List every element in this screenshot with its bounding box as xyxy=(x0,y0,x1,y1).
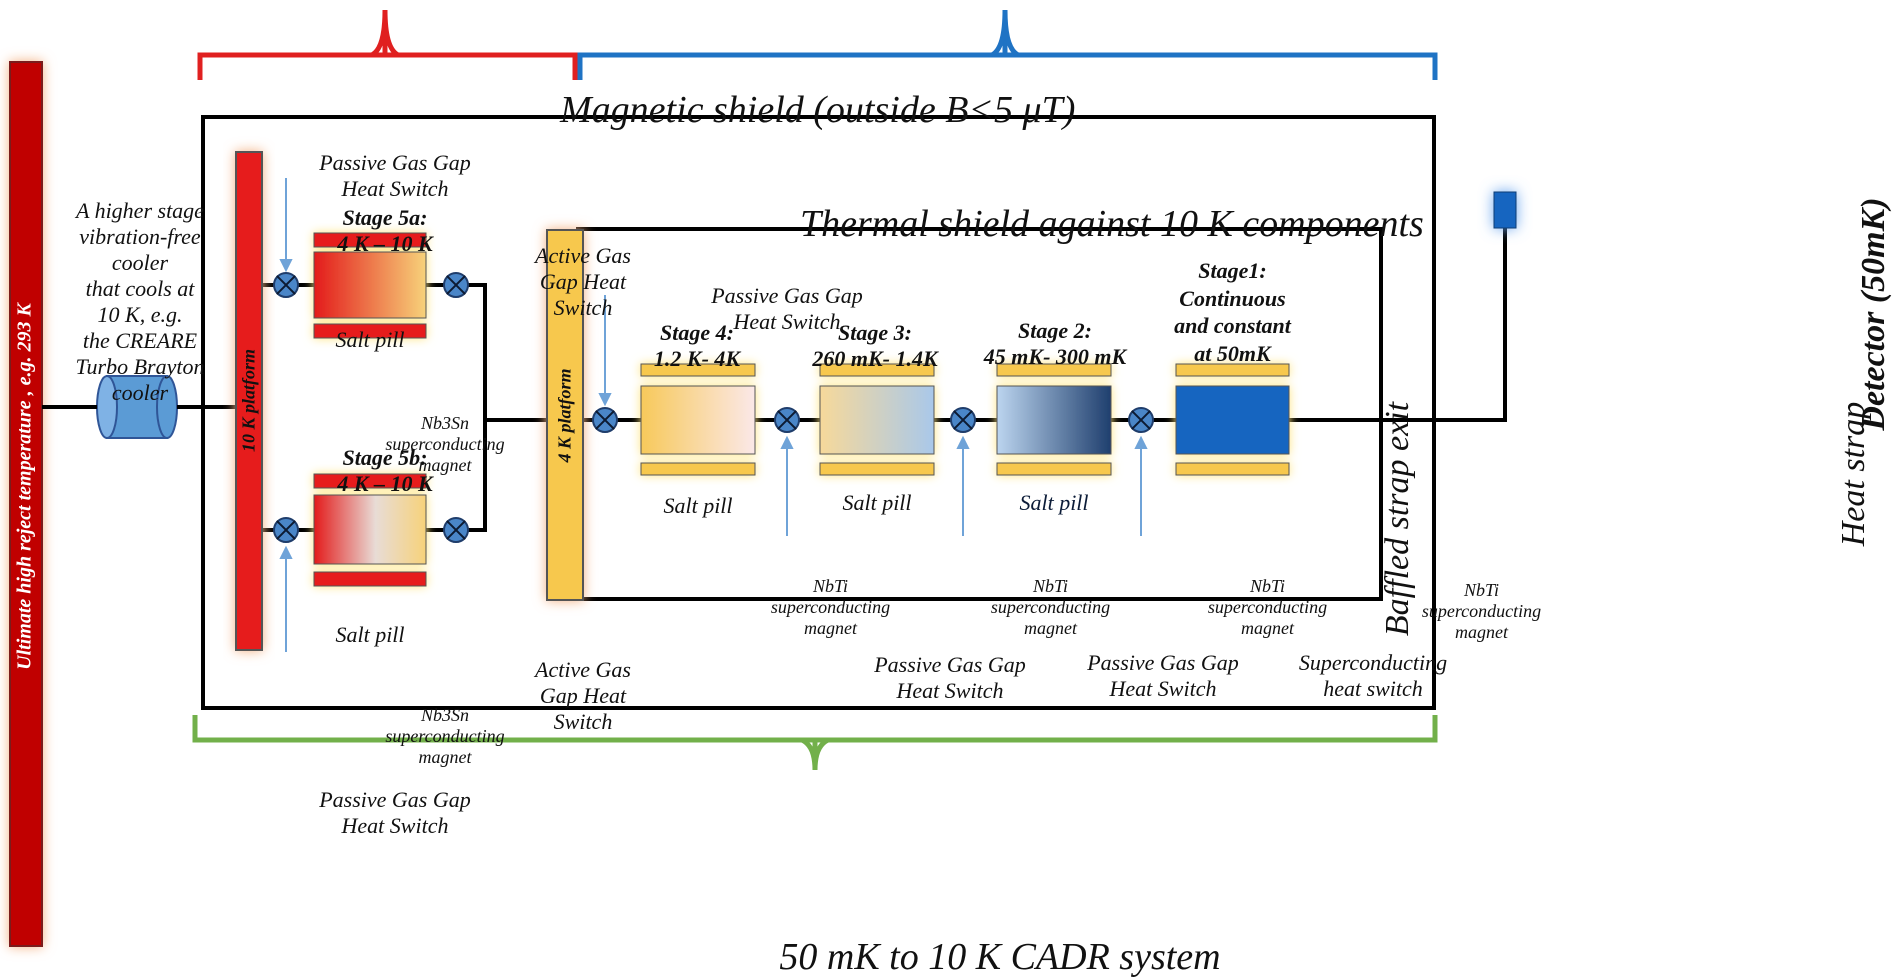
stage-5a-assembly xyxy=(313,232,427,339)
active-switch-bottom-label: Active Gas Gap Heat Switch xyxy=(535,657,631,734)
cooler-note: A higher stage vibration-free cooler tha… xyxy=(75,198,205,405)
pointer-arrows xyxy=(279,178,1148,652)
platform-10k xyxy=(235,151,263,651)
stage-5a-title: Stage 5a: 4 K – 10 K xyxy=(337,205,433,256)
magnetic-shield-label: Magnetic shield (outside B<5 μT) xyxy=(560,89,1076,131)
red-bracket-tip xyxy=(370,9,400,58)
platform-4k-label: 4 K platform xyxy=(554,368,575,463)
blue-bracket xyxy=(577,10,1438,80)
magnetic-shield-box xyxy=(201,115,1436,710)
stage-3-title: Stage 3: 260 mK- 1.4K xyxy=(812,320,938,371)
red-bracket xyxy=(197,10,578,80)
passive-switch-5a-label: Passive Gas Gap Heat Switch xyxy=(319,150,471,201)
switch-5a-right-circled-x-icon xyxy=(443,272,469,298)
thermal-shield-label: Thermal shield against 10 K components xyxy=(800,203,1424,245)
salt-pill-4-label: Salt pill xyxy=(663,493,733,518)
salt-pill-1-label: Salt pill xyxy=(1197,490,1268,515)
green-bracket-tip xyxy=(800,737,830,771)
salt-pill-5a-label: Salt pill xyxy=(335,327,405,352)
magnet-1-label: NbTi superconducting magnet xyxy=(1421,580,1542,643)
detector-square-icon xyxy=(1493,191,1517,229)
passive-switch-stage3-label: Passive Gas Gap Heat Switch xyxy=(874,652,1026,703)
stage-5b-assembly xyxy=(313,473,427,587)
superconducting-switch-label: Superconducting heat switch xyxy=(1298,650,1448,701)
switch-stage2-circled-x-icon xyxy=(950,407,976,433)
stage-1-title: Stage1: Continuous and constant at 50mK xyxy=(1174,258,1291,366)
blue-bracket-tip xyxy=(990,9,1020,58)
switch-5b-left-circled-x-icon xyxy=(273,517,299,543)
platform-10k-label: 10 K platform xyxy=(238,349,259,453)
magnet-4-label: NbTi superconducting magnet xyxy=(770,576,891,639)
stage-1-assembly xyxy=(1175,363,1290,476)
stage-2-assembly xyxy=(996,363,1112,476)
switch-stage4-circled-x-icon xyxy=(592,407,618,433)
system-title: 50 mK to 10 K CADR system xyxy=(779,936,1221,978)
passive-switch-stage2-label: Passive Gas Gap Heat Switch xyxy=(1087,650,1239,701)
passive-switch-5b-label: Passive Gas Gap Heat Switch xyxy=(319,787,471,838)
stage-5b-title: Stage 5b: 4 K – 10 K xyxy=(337,445,433,496)
stage-3-assembly xyxy=(819,363,935,476)
cooler-cylinder-icon xyxy=(96,375,178,439)
switch-5b-right-circled-x-icon xyxy=(443,517,469,543)
stage-4-assembly xyxy=(640,363,756,476)
magnet-5b-label: Nb3Sn superconducting magnet xyxy=(385,705,505,768)
detector-label: Detector (50mK) xyxy=(1855,197,1892,431)
magnet-5a-label: Nb3Sn superconducting magnet xyxy=(385,413,505,476)
magnet-2-label: NbTi superconducting magnet xyxy=(1207,576,1328,639)
reject-temp-label: Ultimate high reject temperature , e.g. … xyxy=(13,303,36,670)
active-switch-top-label: Active Gas Gap Heat Switch xyxy=(535,243,631,320)
green-bracket xyxy=(192,715,1438,770)
stage-4-title: Stage 4: 1.2 K- 4K xyxy=(653,320,741,371)
platform-4k xyxy=(546,229,584,601)
salt-pill-2-label: Salt pill xyxy=(1019,490,1089,515)
salt-pill-3-label: Salt pill xyxy=(842,490,912,515)
switch-5a-left-circled-x-icon xyxy=(273,272,299,298)
passive-switch-stage4-label: Passive Gas Gap Heat Switch xyxy=(711,283,863,334)
reject-temp-bar xyxy=(9,61,43,947)
magnet-3-label: NbTi superconducting magnet xyxy=(990,576,1111,639)
switch-stage1-circled-x-icon xyxy=(1128,407,1154,433)
salt-pill-5b-label: Salt pill xyxy=(335,622,405,647)
switch-stage3-circled-x-icon xyxy=(774,407,800,433)
stage-2-title: Stage 2: 45 mK- 300 mK xyxy=(983,318,1127,369)
